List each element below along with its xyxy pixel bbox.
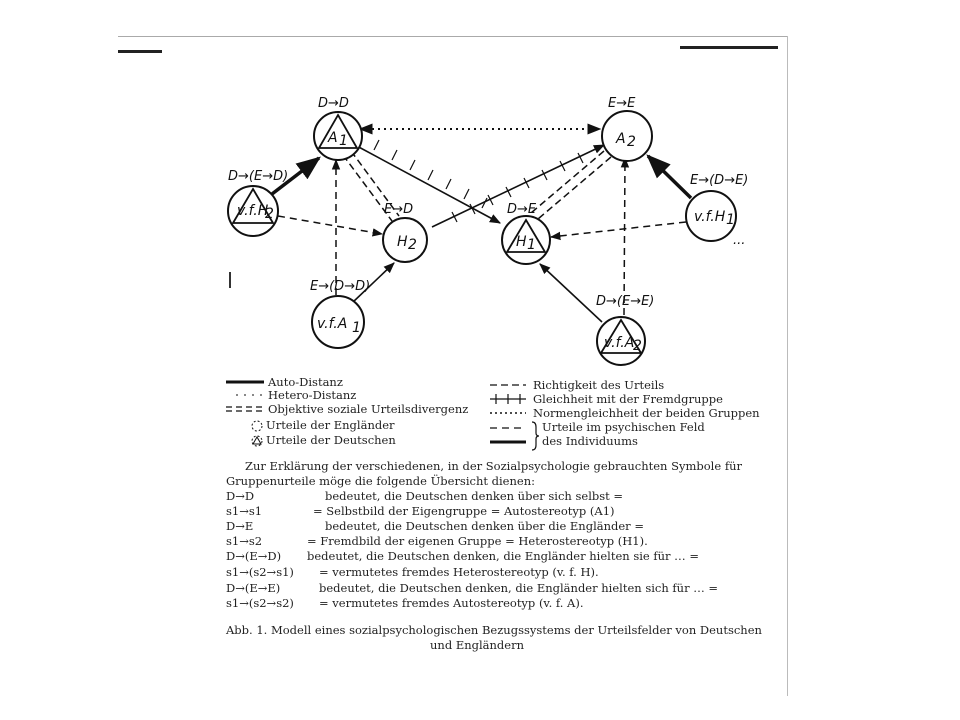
edge-vfa2-a2-dashed bbox=[620, 156, 630, 316]
node-h2-name: H bbox=[397, 234, 408, 250]
edge-a1-h2-double-b bbox=[350, 150, 400, 217]
node-a1-sub: 1 bbox=[339, 133, 348, 149]
def-sym-3: s1→s2 bbox=[226, 534, 262, 548]
def-sym-4: D→(E→D) bbox=[226, 549, 281, 563]
legend-left-4: Urteile der Deutschen bbox=[266, 433, 396, 447]
scan-right-edge bbox=[787, 36, 788, 696]
def-text-6: bedeutet, die Deutschen denken, die Engl… bbox=[319, 581, 718, 595]
node-vfh1-text: v.f.H bbox=[694, 209, 726, 225]
legend-right-3: Urteile im psychischen Feld bbox=[542, 420, 705, 434]
def-sym-6: D→(E→E) bbox=[226, 581, 280, 595]
edge-a1-h1-crossed bbox=[354, 144, 501, 224]
node-vfh1: v.f.H 1 E→(D→E) ... bbox=[685, 173, 748, 248]
edge-h2-a2-crossed bbox=[431, 144, 606, 228]
explanation-text: Zur Erklärung der verschiedenen, in der … bbox=[225, 459, 763, 652]
node-vfa1-sub: 1 bbox=[352, 320, 361, 336]
scan-top-mark-left bbox=[118, 50, 162, 53]
node-vfa2-label: D→(E→E) bbox=[596, 294, 654, 309]
edge-vfh1-a2-bold bbox=[646, 154, 693, 200]
node-vfh2: v.f.H 2 D→(E→D) bbox=[227, 169, 288, 237]
node-a1-name: A bbox=[327, 130, 338, 146]
node-a2-name: A bbox=[615, 131, 626, 147]
def-sym-0: D→D bbox=[226, 489, 254, 503]
node-vfa1-label: E→(D→D) bbox=[310, 279, 370, 294]
legend-right-2: Normengleichheit der beiden Gruppen bbox=[533, 406, 760, 420]
legend-left-0: Auto-Distanz bbox=[267, 375, 343, 389]
edge-a1-h1-crossmarks bbox=[373, 139, 488, 209]
legend-left-2: Objektive soziale Urteilsdivergenz bbox=[268, 402, 468, 416]
legend-brace bbox=[531, 421, 540, 451]
node-h2-sub: 2 bbox=[408, 237, 417, 253]
node-a2-label: E→E bbox=[608, 96, 636, 111]
def-text-2: bedeutet, die Deutschen denken über die … bbox=[325, 519, 644, 533]
def-sym-2: D→E bbox=[226, 519, 253, 533]
node-vfa1: v.f.A 1 E→(D→D) bbox=[310, 279, 370, 349]
edge-vfh1-h1-dashed bbox=[549, 221, 687, 241]
def-sym-5: s1→(s2→s1) bbox=[226, 565, 294, 579]
node-vfh2-label: D→(E→D) bbox=[228, 169, 288, 184]
diagram-edges bbox=[270, 123, 693, 323]
node-vfh2-sub: 2 bbox=[265, 206, 274, 222]
node-vfh2-text: v.f.H bbox=[237, 203, 269, 219]
legend-right-4: des Individuums bbox=[542, 434, 638, 448]
intro-line-1: Gruppenurteile möge die folgende Übersic… bbox=[226, 474, 535, 488]
scan-top-mark-right bbox=[680, 46, 778, 49]
edge-vfa1-h2-solid bbox=[351, 262, 395, 304]
legend-right-0: Richtigkeit des Urteils bbox=[533, 378, 664, 392]
node-a1-label: D→D bbox=[318, 96, 349, 111]
node-h1: H 1 D→E bbox=[501, 202, 551, 265]
edge-vfh2-h2-dashed bbox=[277, 215, 384, 237]
node-h2-label: E→D bbox=[384, 202, 413, 217]
scan-left-tick bbox=[229, 272, 231, 288]
legend: Auto-Distanz Hetero-Distanz Objektive so… bbox=[226, 375, 760, 451]
def-sym-7: s1→(s2→s2) bbox=[226, 596, 294, 610]
node-h1-sub: 1 bbox=[527, 237, 536, 253]
edge-h2-a2-crossmarks bbox=[451, 152, 584, 223]
def-text-4: bedeutet, die Deutschen denken, die Engl… bbox=[307, 549, 699, 563]
intro-line-0: Zur Erklärung der verschiedenen, in der … bbox=[245, 459, 742, 473]
def-sym-1: s1→s1 bbox=[226, 504, 262, 518]
node-vfa2-sub: 2 bbox=[633, 338, 642, 354]
caption-line-1: und Engländern bbox=[430, 638, 525, 652]
node-h1-name: H bbox=[516, 234, 527, 250]
edge-a2-h1-double-b bbox=[537, 156, 612, 220]
scan-top-edge bbox=[118, 36, 788, 37]
node-a2-sub: 2 bbox=[627, 134, 636, 150]
node-vfh1-dots: ... bbox=[733, 233, 745, 248]
node-a2: A 2 E→E bbox=[601, 96, 653, 162]
node-h1-label: D→E bbox=[507, 202, 537, 217]
node-vfa2: v.f.A 2 D→(E→E) bbox=[596, 294, 654, 366]
def-text-7: = vermutetes fremdes Autostereotyp (v. f… bbox=[319, 596, 583, 610]
node-vfh1-sub: 1 bbox=[726, 212, 735, 228]
def-text-1: = Selbstbild der Eigengruppe = Autostere… bbox=[313, 504, 615, 518]
caption-line-0: Abb. 1. Modell eines sozialpsychologisch… bbox=[225, 623, 763, 637]
def-text-3: = Fremdbild der eigenen Gruppe = Heteros… bbox=[307, 534, 648, 548]
legend-sym-triangle-circle bbox=[251, 435, 263, 447]
legend-left-1: Hetero-Distanz bbox=[268, 388, 356, 402]
edge-vfh2-a1-bold bbox=[270, 156, 321, 196]
legend-sym-circle bbox=[251, 420, 263, 432]
node-vfa2-text: v.f.A bbox=[604, 335, 634, 351]
node-vfa1-text: v.f.A bbox=[317, 316, 347, 332]
node-a1: A 1 D→D bbox=[313, 96, 363, 161]
legend-right-1: Gleichheit mit der Fremdgruppe bbox=[533, 392, 723, 406]
legend-sym-triangle bbox=[252, 435, 262, 445]
edge-a2-h1-double-a bbox=[530, 150, 605, 214]
node-h2: H 2 E→D bbox=[382, 202, 428, 263]
legend-sym-gleichheit-marks bbox=[495, 394, 521, 404]
edge-a1-h2-double-a bbox=[342, 154, 393, 222]
def-text-5: = vermutetes fremdes Heterostereotyp (v.… bbox=[319, 565, 599, 579]
legend-left-3: Urteile der Engländer bbox=[266, 418, 395, 432]
def-text-0: bedeutet, die Deutschen denken über sich… bbox=[325, 489, 623, 503]
node-vfh1-label: E→(D→E) bbox=[690, 173, 748, 188]
edge-vfa2-h1-solid bbox=[539, 263, 603, 323]
